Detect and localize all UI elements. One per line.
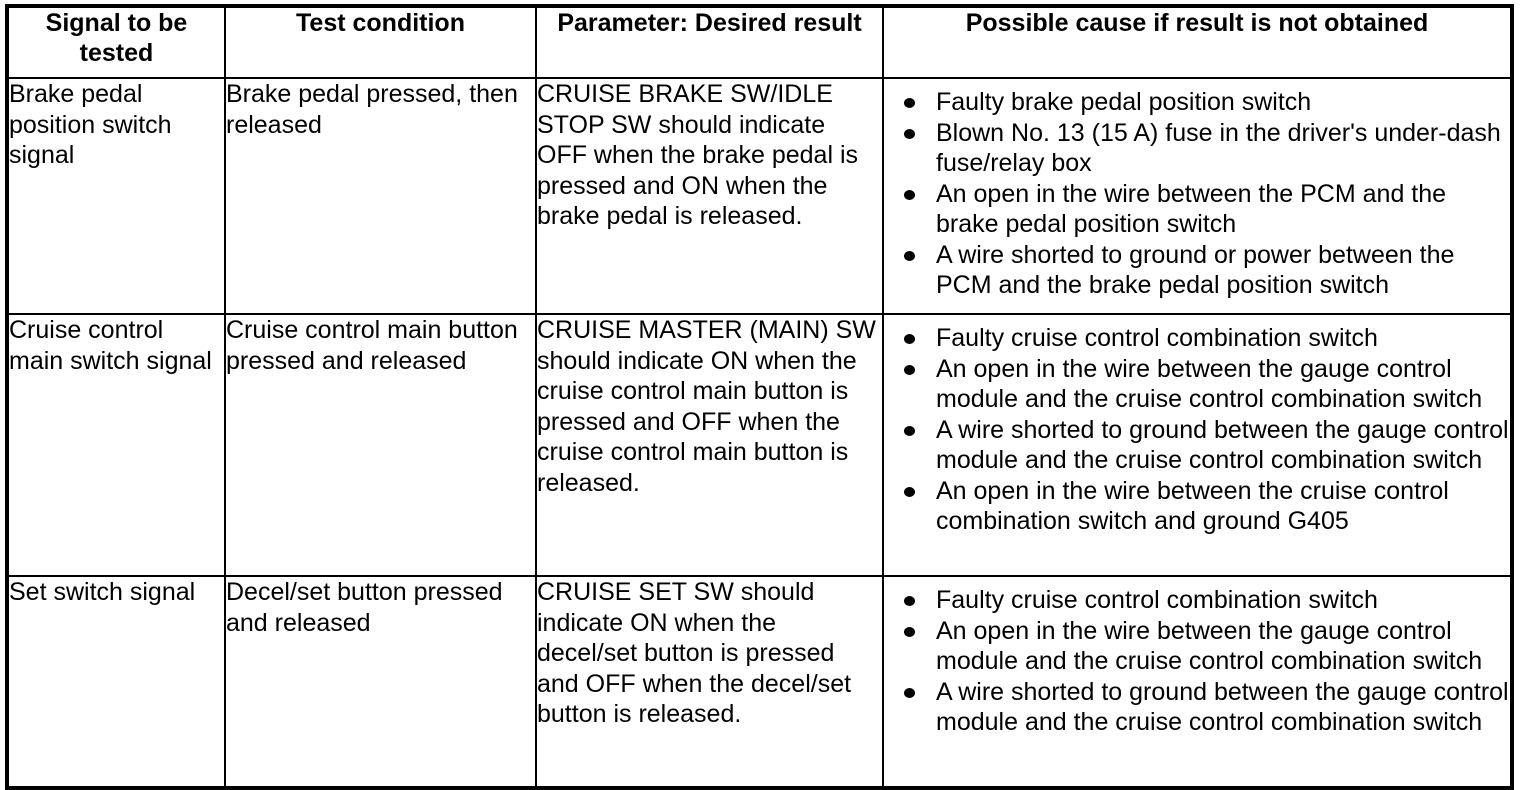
table-row: Brake pedal position switch signal Brake… xyxy=(7,77,1512,315)
bullet-icon xyxy=(904,179,917,210)
cell-test-condition: Cruise control main button pressed and r… xyxy=(224,313,537,577)
list-item: A wire shorted to ground or power betwee… xyxy=(902,240,1510,301)
list-item: An open in the wire between the gauge co… xyxy=(902,616,1510,677)
table-body: Brake pedal position switch signal Brake… xyxy=(7,77,1512,788)
cause-text: An open in the wire between the cruise c… xyxy=(936,476,1456,536)
cell-signal: Cruise control main switch signal xyxy=(7,313,226,577)
cell-possible-cause: Faulty cruise control combination switch… xyxy=(882,575,1512,788)
column-header-test-condition-label: Test condition xyxy=(296,9,465,37)
column-header-signal-label: Signal to be tested xyxy=(45,9,188,67)
cell-test-condition: Decel/set button pressed and released xyxy=(224,575,537,788)
parameter-text: CRUISE BRAKE SW/IDLE STOP SW should indi… xyxy=(537,80,865,230)
list-item: Blown No. 13 (15 A) fuse in the driver's… xyxy=(902,118,1510,179)
cell-parameter: CRUISE MASTER (MAIN) SW should indicate … xyxy=(535,313,884,577)
column-header-signal: Signal to be tested xyxy=(7,6,226,79)
list-item: An open in the wire between the cruise c… xyxy=(902,476,1510,537)
table-row: Set switch signal Decel/set button press… xyxy=(7,575,1512,788)
list-item: A wire shorted to ground between the gau… xyxy=(902,415,1510,476)
cause-text: An open in the wire between the gauge co… xyxy=(936,354,1483,414)
cause-text: An open in the wire between the gauge co… xyxy=(936,616,1483,676)
bullet-icon xyxy=(904,118,917,149)
list-item: An open in the wire between the PCM and … xyxy=(902,179,1510,240)
cause-text: A wire shorted to ground between the gau… xyxy=(936,677,1516,737)
list-item: Faulty cruise control combination switch xyxy=(902,585,1510,616)
cause-text: A wire shorted to ground or power betwee… xyxy=(936,240,1462,300)
list-item: Faulty cruise control combination switch xyxy=(902,323,1510,354)
column-header-parameter-label: Parameter: Desired result xyxy=(557,9,862,37)
cell-signal: Set switch signal xyxy=(7,575,226,788)
column-header-parameter: Parameter: Desired result xyxy=(535,6,884,79)
bullet-icon xyxy=(904,87,917,118)
bullet-icon xyxy=(904,323,917,354)
cause-list: Faulty cruise control combination switch… xyxy=(902,585,1510,738)
cell-parameter: CRUISE SET SW should indicate ON when th… xyxy=(535,575,884,788)
cell-test-condition: Brake pedal pressed, then released xyxy=(224,77,537,315)
cause-text: Faulty brake pedal position switch xyxy=(936,88,1312,116)
cause-text: Blown No. 13 (15 A) fuse in the driver's… xyxy=(936,118,1520,178)
test-condition-text: Cruise control main button pressed and r… xyxy=(226,316,525,375)
column-header-test-condition: Test condition xyxy=(224,6,537,79)
cell-signal: Brake pedal position switch signal xyxy=(7,77,226,315)
signal-text: Cruise control main switch signal xyxy=(9,316,212,375)
cell-parameter: CRUISE BRAKE SW/IDLE STOP SW should indi… xyxy=(535,77,884,315)
header-row: Signal to be tested Test condition Param… xyxy=(7,6,1512,79)
cause-text: Faulty cruise control combination switch xyxy=(936,324,1378,352)
bullet-icon xyxy=(904,677,917,708)
cause-list: Faulty brake pedal position switch Blown… xyxy=(902,87,1510,301)
bullet-icon xyxy=(904,585,917,616)
cause-text: A wire shorted to ground between the gau… xyxy=(936,415,1516,475)
cell-possible-cause: Faulty cruise control combination switch… xyxy=(882,313,1512,577)
list-item: A wire shorted to ground between the gau… xyxy=(902,677,1510,738)
test-condition-text: Brake pedal pressed, then released xyxy=(226,80,525,139)
bullet-icon xyxy=(904,354,917,385)
list-item: An open in the wire between the gauge co… xyxy=(902,354,1510,415)
cause-text: Faulty cruise control combination switch xyxy=(936,586,1378,614)
cause-text: An open in the wire between the PCM and … xyxy=(936,179,1453,239)
column-header-possible-cause: Possible cause if result is not obtained xyxy=(882,6,1512,79)
list-item: Faulty brake pedal position switch xyxy=(902,87,1510,118)
document-page: Signal to be tested Test condition Param… xyxy=(5,4,1514,790)
column-header-possible-cause-label: Possible cause if result is not obtained xyxy=(965,9,1429,37)
table-header: Signal to be tested Test condition Param… xyxy=(7,6,1512,79)
bullet-icon xyxy=(904,415,917,446)
cell-possible-cause: Faulty brake pedal position switch Blown… xyxy=(882,77,1512,315)
diagnostic-troubleshooting-table: Signal to be tested Test condition Param… xyxy=(5,4,1514,790)
parameter-text: CRUISE SET SW should indicate ON when th… xyxy=(537,578,859,728)
parameter-text: CRUISE MASTER (MAIN) SW should indicate … xyxy=(537,316,883,497)
bullet-icon xyxy=(904,240,917,271)
signal-text: Brake pedal position switch signal xyxy=(9,80,179,169)
table-row: Cruise control main switch signal Cruise… xyxy=(7,313,1512,577)
cause-list: Faulty cruise control combination switch… xyxy=(902,323,1510,537)
bullet-icon xyxy=(904,476,917,507)
signal-text: Set switch signal xyxy=(9,578,196,606)
bullet-icon xyxy=(904,616,917,647)
test-condition-text: Decel/set button pressed and released xyxy=(226,578,510,637)
